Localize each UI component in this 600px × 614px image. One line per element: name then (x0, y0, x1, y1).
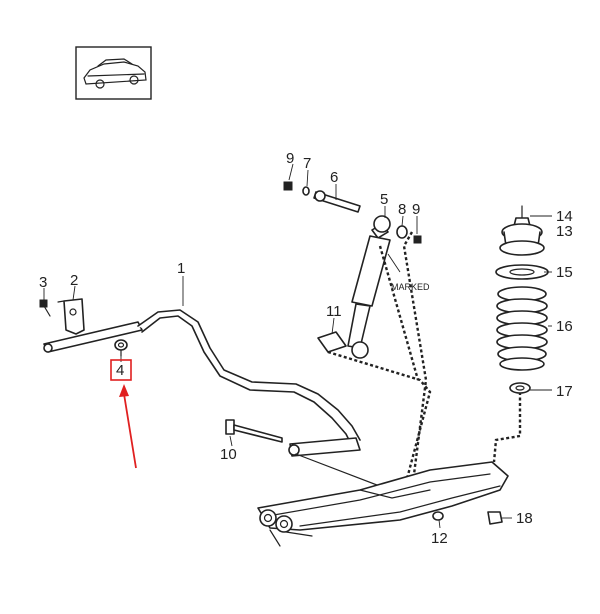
callout-7: 7 (303, 155, 311, 172)
nut-part-18 (487, 511, 503, 525)
callout-6: 6 (330, 169, 338, 186)
long-bolt-part-10 (225, 419, 283, 443)
car-thumbnail-icon (75, 46, 152, 100)
callout-12: 12 (431, 530, 448, 547)
callout-2: 2 (70, 272, 78, 289)
coil-spring-assembly (495, 205, 549, 394)
callout-15: 15 (556, 264, 573, 281)
callout-18: 18 (516, 510, 533, 527)
callout-17: 17 (556, 383, 573, 400)
callout-11: 11 (326, 303, 342, 320)
callout-16: 16 (556, 318, 573, 335)
callout-4: 4 (116, 362, 124, 379)
trailing-arm (257, 461, 509, 547)
shock-absorber (347, 215, 401, 359)
callout-14: 14 (556, 208, 573, 225)
bushing-part-11 (317, 331, 347, 353)
bracket-bolt (39, 299, 51, 317)
nut-part-4 (114, 339, 128, 357)
callout-13: 13 (556, 223, 573, 240)
callout-5: 5 (380, 191, 388, 208)
callout-1: 1 (177, 260, 185, 277)
upper-mount-bolt (283, 181, 361, 213)
callout-3: 3 (39, 274, 47, 291)
stabilizer-bar (43, 309, 361, 457)
callout-leaders (43, 163, 552, 529)
highlight-box (110, 359, 132, 381)
callout-9-right: 9 (412, 201, 420, 218)
callout-8: 8 (398, 201, 406, 218)
callout-numbers: 1 2 3 4 5 6 7 8 9 9 10 11 12 13 14 15 16… (39, 150, 573, 547)
mounting-bracket (57, 298, 85, 335)
callout-9-upper: 9 (286, 150, 294, 167)
callout-10: 10 (220, 446, 237, 463)
highlight-arrow (119, 384, 137, 469)
